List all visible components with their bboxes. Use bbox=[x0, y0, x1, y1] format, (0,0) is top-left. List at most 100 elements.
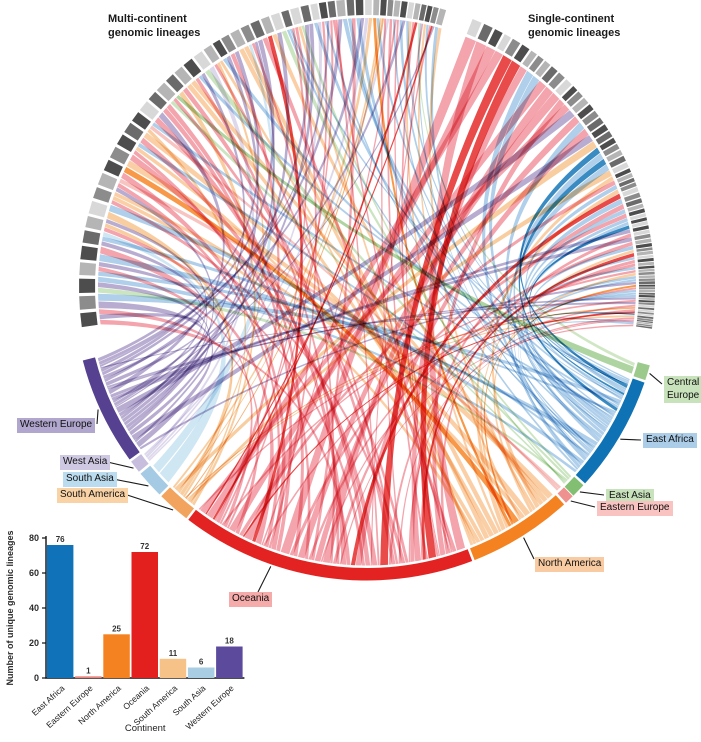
ribbon-oceania bbox=[163, 107, 293, 552]
bar-value-label: 11 bbox=[169, 649, 178, 658]
lineage-tick bbox=[638, 268, 655, 272]
lineage-tick bbox=[406, 2, 415, 19]
ribbon-oceania bbox=[229, 80, 547, 533]
ribbon-south-america bbox=[179, 91, 256, 506]
lineage-tick bbox=[203, 45, 220, 63]
lineage-tick bbox=[620, 182, 637, 192]
continent-label-central-europe: Central Europe bbox=[664, 376, 701, 403]
leader-oceania bbox=[257, 566, 272, 593]
y-tick-label: 40 bbox=[29, 603, 39, 613]
lineage-tick bbox=[212, 39, 228, 58]
ribbon-east-africa bbox=[507, 164, 610, 469]
leader-eastern-europe bbox=[570, 500, 596, 508]
lineage-tick bbox=[290, 7, 303, 25]
lineage-tick bbox=[628, 208, 646, 217]
lineage-tick bbox=[629, 213, 647, 221]
lineage-tick bbox=[637, 309, 654, 313]
lineage-tick bbox=[614, 168, 631, 179]
lineage-tick bbox=[639, 284, 655, 287]
lineage-tick bbox=[561, 86, 578, 102]
ribbon-western-europe bbox=[98, 262, 202, 379]
lineage-tick bbox=[117, 134, 137, 152]
lineage-tick bbox=[599, 137, 617, 151]
lineage-tick bbox=[577, 104, 594, 120]
lineage-tick bbox=[79, 295, 96, 310]
bar-value-label: 18 bbox=[225, 637, 234, 646]
lineage-tick bbox=[638, 281, 655, 285]
continent-label-oceania: Oceania bbox=[229, 592, 273, 607]
lineage-tick bbox=[103, 159, 123, 177]
lineage-tick bbox=[637, 313, 654, 317]
arc-east-africa bbox=[575, 378, 645, 484]
lineage-tick bbox=[436, 8, 447, 26]
continent-label-east-asia: East Asia bbox=[606, 489, 654, 504]
ribbon-oceania bbox=[280, 36, 476, 555]
lineage-tick bbox=[85, 216, 104, 231]
lineage-tick bbox=[327, 0, 337, 18]
lineage-tick bbox=[638, 261, 655, 266]
bar-south-asia bbox=[187, 667, 215, 678]
ribbon-east-africa bbox=[519, 147, 628, 388]
lineage-tick bbox=[79, 278, 96, 293]
lineage-tick bbox=[638, 297, 655, 301]
continent-label-east-africa: East Africa bbox=[643, 433, 697, 448]
lineage-tick bbox=[412, 3, 421, 20]
ribbon-western-europe bbox=[101, 24, 311, 376]
continent-label-south-asia: South Asia bbox=[63, 472, 117, 487]
bar-value-label: 6 bbox=[199, 658, 204, 667]
lineage-tick bbox=[183, 58, 202, 78]
lineage-tick bbox=[548, 72, 565, 90]
continent-arcs bbox=[82, 357, 650, 581]
lineage-tick bbox=[630, 217, 648, 224]
x-tick-label: Western Europe bbox=[183, 683, 235, 732]
lineage-tick bbox=[636, 319, 653, 324]
continent-label-south-america: South America bbox=[57, 488, 129, 503]
lineage-tick bbox=[336, 0, 346, 17]
bar-xlabel: Continent bbox=[125, 723, 166, 734]
lineage-tick bbox=[380, 0, 387, 16]
lineage-tick bbox=[82, 230, 101, 245]
lineage-tick bbox=[618, 177, 635, 188]
lineage-tick bbox=[625, 198, 643, 208]
lineage-tick bbox=[624, 192, 641, 202]
arc-south-asia bbox=[140, 465, 169, 495]
lineage-tick bbox=[240, 24, 255, 43]
lineage-tick bbox=[528, 55, 544, 73]
lineage-tick bbox=[638, 278, 655, 281]
leader-western-europe bbox=[96, 409, 99, 425]
bar-ylabel: Number of unique genomic lineages bbox=[5, 530, 15, 685]
lineage-tick bbox=[193, 51, 211, 70]
lineage-tick bbox=[430, 6, 439, 24]
lineage-tick bbox=[488, 29, 503, 48]
lineage-tick bbox=[638, 300, 655, 303]
lineage-tick bbox=[639, 289, 655, 293]
lineage-tick bbox=[586, 117, 604, 132]
ribbons bbox=[97, 17, 637, 566]
ribbon-east-asia bbox=[170, 100, 567, 483]
lineage-tick bbox=[466, 19, 482, 38]
lineage-tick bbox=[541, 66, 558, 84]
lineage-tick bbox=[513, 44, 530, 63]
lineage-tick bbox=[637, 257, 654, 263]
lineage-tick bbox=[639, 287, 655, 290]
lineage-tick bbox=[250, 20, 265, 39]
lineage-tick bbox=[166, 74, 184, 93]
arc-central-europe bbox=[633, 362, 650, 381]
lineage-tick bbox=[602, 143, 620, 157]
lineage-tick bbox=[80, 245, 98, 261]
lineage-tick bbox=[424, 5, 433, 23]
single-continent-title: Single-continent genomic lineages bbox=[528, 13, 621, 39]
ribbon-oceania bbox=[335, 19, 380, 566]
lineage-tick bbox=[418, 4, 427, 21]
lineage-tick bbox=[230, 29, 246, 48]
ribbon-oceania bbox=[214, 20, 334, 522]
lineage-tick bbox=[633, 229, 650, 236]
arc-western-europe bbox=[82, 357, 140, 460]
lineage-tick bbox=[318, 2, 329, 19]
ribbon-oceania bbox=[206, 50, 503, 519]
lineage-tick bbox=[638, 271, 655, 276]
bar-north-america bbox=[103, 634, 130, 679]
lineage-tick bbox=[80, 311, 98, 328]
lineage-tick bbox=[635, 238, 652, 245]
